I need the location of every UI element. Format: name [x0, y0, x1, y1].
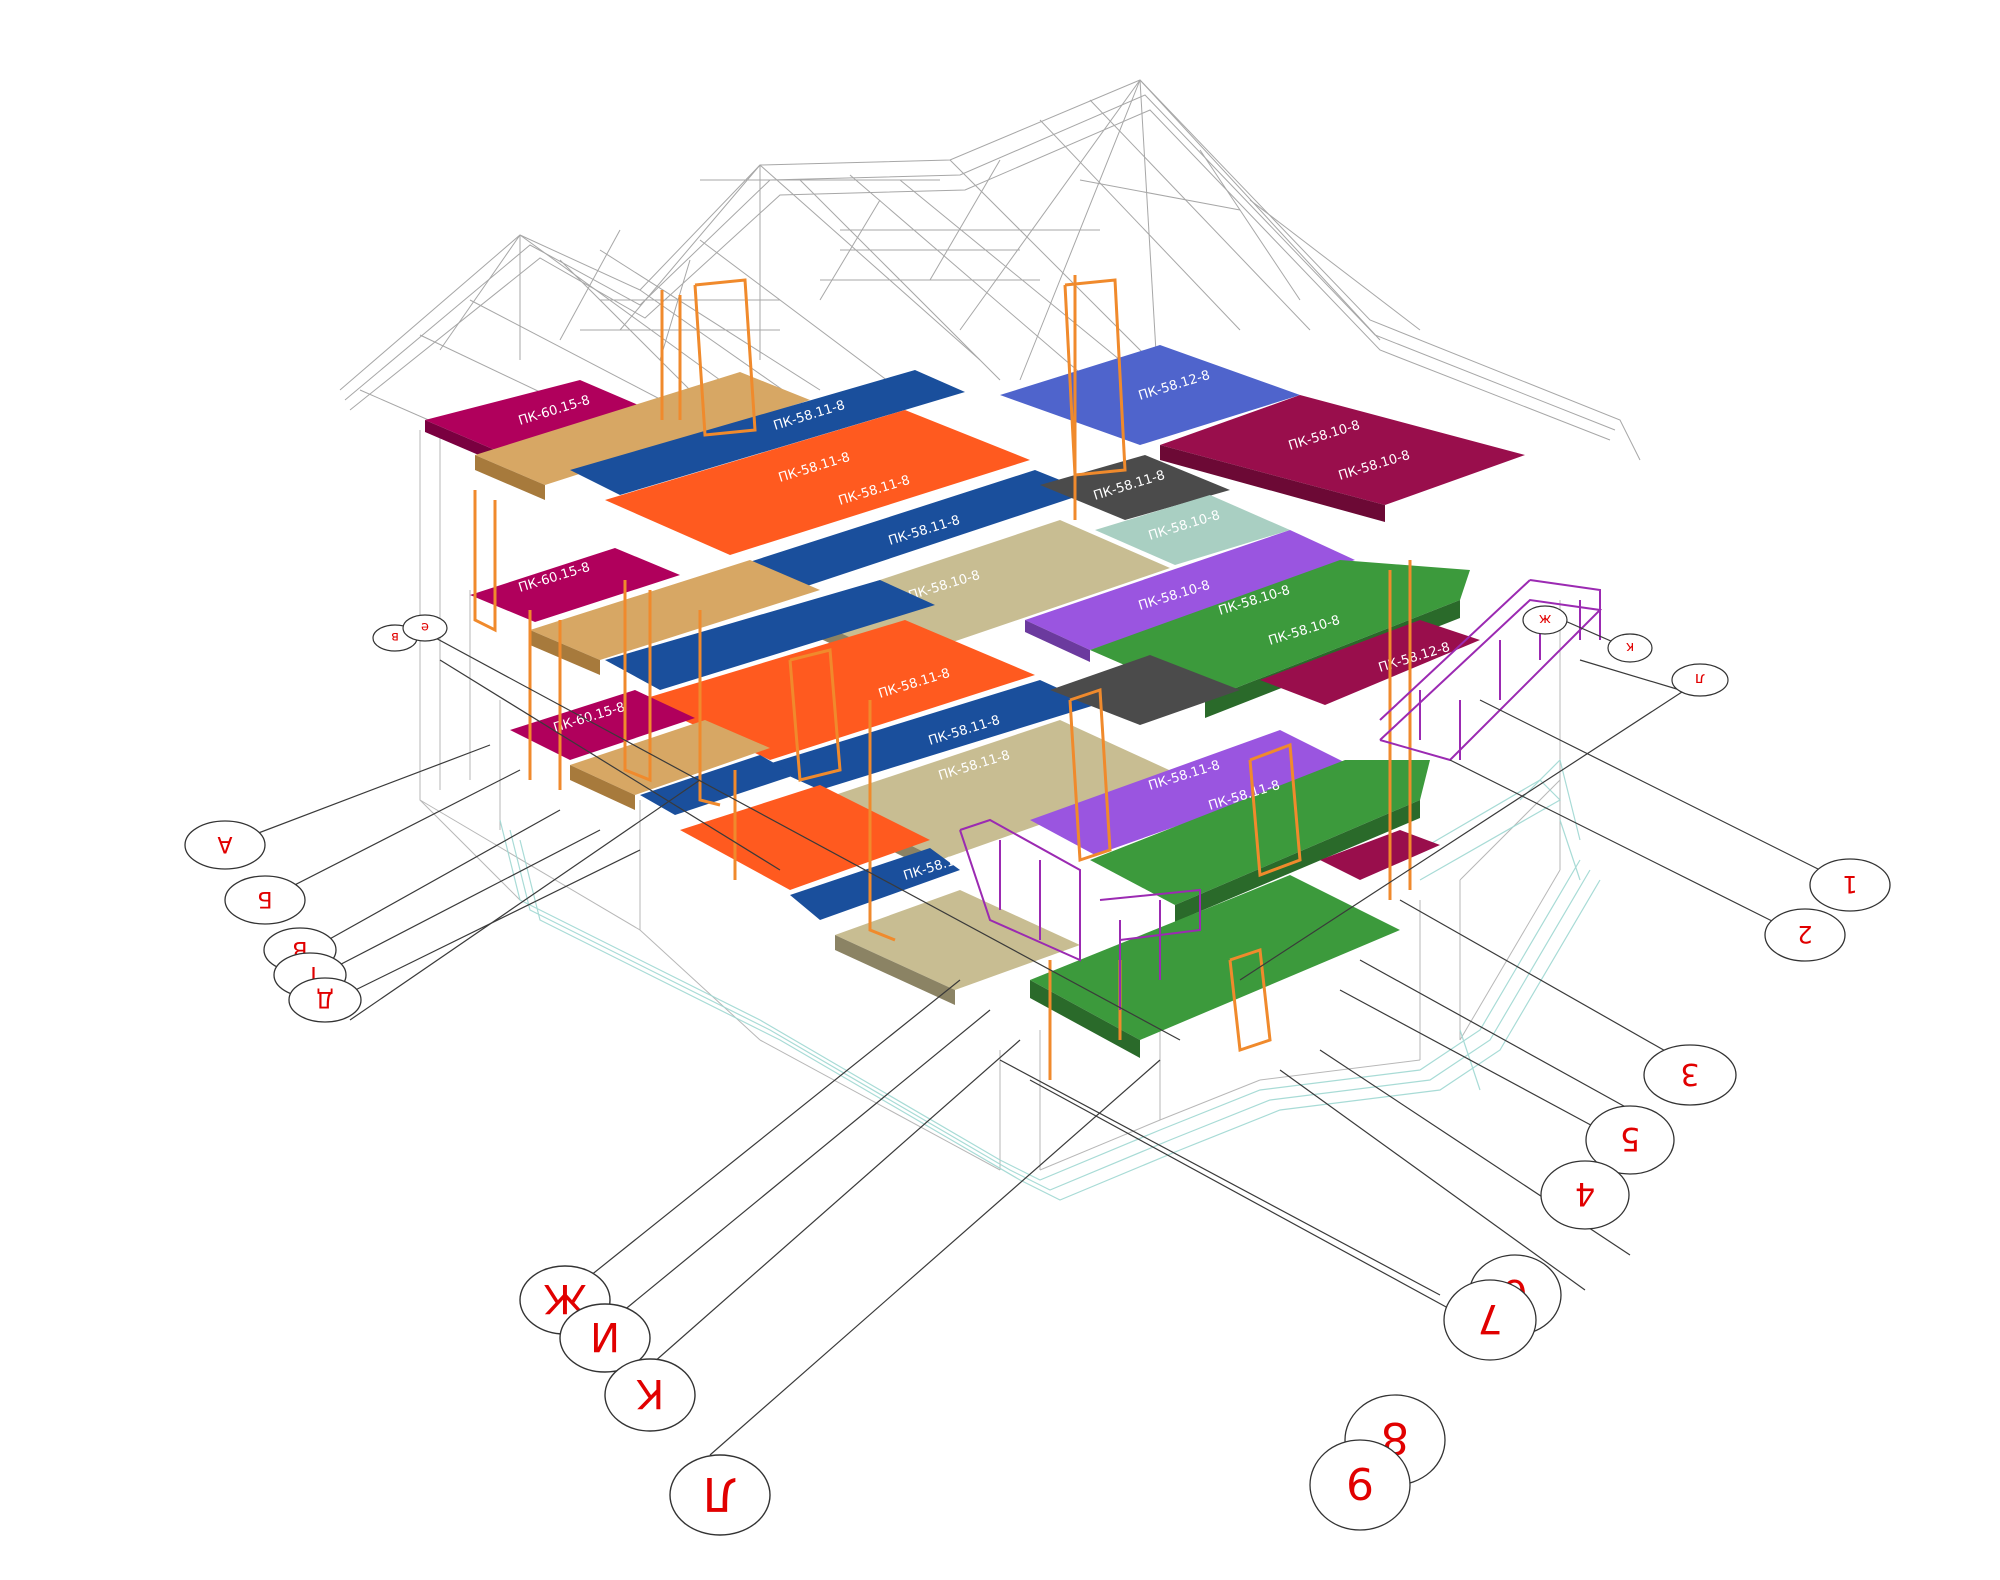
marker-small-e: е: [402, 614, 448, 642]
slab-tan-low: [570, 720, 770, 810]
slab-green-low: [1030, 875, 1400, 1058]
purple-railings: [959, 579, 1603, 1010]
marker-4: 4: [1540, 1160, 1630, 1230]
svg-text:И: И: [590, 1313, 620, 1359]
slab-khaki-low: [835, 890, 1080, 1005]
slab-blue-low: [640, 755, 795, 815]
svg-text:А: А: [217, 831, 232, 856]
slab-tan-top: [475, 372, 810, 500]
marker-d: Д: [288, 977, 362, 1023]
svg-text:К: К: [636, 1370, 664, 1416]
svg-text:ж: ж: [1538, 611, 1551, 627]
marker-9: 9: [1309, 1439, 1411, 1531]
svg-text:7: 7: [1477, 1295, 1502, 1341]
marker-a: А: [184, 820, 266, 870]
slab-purple-mid: ПК-58.11-8: [1030, 730, 1350, 855]
svg-text:1: 1: [1842, 870, 1857, 898]
slab-gray-mid: [1050, 655, 1240, 725]
marker-3: 3: [1643, 1044, 1737, 1106]
marker-1: 1: [1809, 858, 1891, 912]
grid-markers: А Б В Г Д в е Ж: [184, 605, 1891, 1536]
floor-slabs: ПК-60.15-8 ПК-58.11-8 ПК-58.11-8 ПК-58.1…: [425, 345, 1525, 1058]
marker-2: 2: [1764, 908, 1846, 962]
svg-text:3: 3: [1680, 1056, 1699, 1091]
slab-mint-top: ПК-58.10-8: [1095, 495, 1290, 565]
foundation-wireframe: [499, 758, 1601, 1201]
marker-small-l: л: [1671, 663, 1729, 697]
slab-orange-mid: ПК-58.11-8: [640, 620, 1035, 760]
roof-wireframe: [339, 79, 1641, 461]
slab-tan-mid: [530, 560, 820, 675]
svg-text:к: к: [1626, 639, 1634, 655]
svg-text:Д: Д: [316, 986, 333, 1011]
slab-blue-top-2: ПК-58.11-8: [740, 470, 1090, 590]
marker-l: Л: [669, 1454, 771, 1536]
svg-text:Л: Л: [703, 1467, 738, 1521]
marker-k: К: [604, 1358, 696, 1432]
svg-text:Б: Б: [257, 886, 272, 911]
marker-i: И: [559, 1303, 651, 1373]
slab-magenta-top: ПК-60.15-8: [425, 380, 650, 462]
marker-small-zh: ж: [1522, 605, 1568, 635]
marker-small-k: к: [1607, 633, 1653, 663]
svg-text:е: е: [421, 619, 429, 634]
svg-text:4: 4: [1575, 1175, 1595, 1213]
marker-b: Б: [224, 875, 306, 925]
marker-5: 5: [1585, 1105, 1675, 1175]
wall-wireframe: [419, 420, 1561, 1171]
slab-maroon-top: ПК-58.10-8 ПК-58.10-8: [1160, 395, 1525, 522]
svg-text:5: 5: [1620, 1120, 1640, 1158]
slab-gray-top: ПК-58.11-8: [1040, 455, 1230, 520]
marker-7: 7: [1443, 1279, 1537, 1361]
svg-text:9: 9: [1346, 1457, 1374, 1508]
leader-lines: [239, 609, 1851, 1456]
slab-blue-mid: [605, 580, 935, 690]
slab-purple-top: ПК-58.10-8: [1025, 530, 1355, 662]
svg-text:2: 2: [1797, 920, 1812, 948]
svg-text:в: в: [391, 629, 399, 644]
orange-wall-outlines: [473, 275, 1412, 1080]
svg-text:л: л: [1695, 670, 1705, 689]
